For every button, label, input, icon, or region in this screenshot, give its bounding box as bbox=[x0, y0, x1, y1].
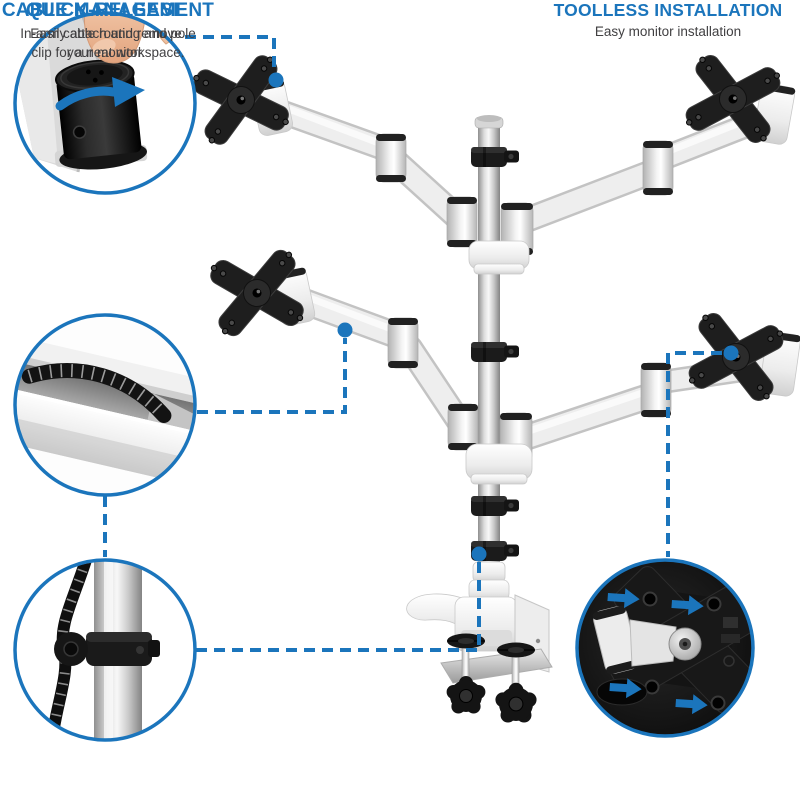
feature-desc-line: clip for a neat workspace. bbox=[31, 44, 185, 60]
callout-photo-toolless-installation bbox=[578, 561, 752, 735]
arm-top-left bbox=[185, 47, 471, 231]
pole-clip-lower-1 bbox=[471, 496, 519, 516]
feature-title-cable-management: CABLE MANAGEMENT bbox=[1, 0, 215, 21]
quad-monitor-mount bbox=[185, 47, 800, 724]
callout-photo-pole-clip bbox=[16, 561, 194, 739]
feature-quick-release: QUICK-RELEASE Easily attach and remove y… bbox=[0, 0, 212, 63]
callout-border-pole-clip bbox=[13, 558, 197, 742]
arm-mid-left-elbow bbox=[387, 317, 419, 369]
feature-desc-line: your monitor. bbox=[66, 44, 146, 60]
feature-desc-line: Easily attach and remove bbox=[30, 25, 182, 41]
anchor-dot-toolless bbox=[723, 345, 739, 361]
pole-hub-upper bbox=[446, 196, 534, 275]
arm-top-left-elbow bbox=[375, 133, 407, 183]
leader-toolless-installation bbox=[666, 351, 722, 557]
quick-release-collar bbox=[55, 59, 147, 170]
callout-photo-in-arm-routing bbox=[16, 316, 194, 494]
pole-clip-top bbox=[471, 147, 519, 167]
clamp-bottom-plate bbox=[440, 648, 553, 684]
mount-head-on-monitor bbox=[592, 605, 640, 675]
arm-top-right bbox=[503, 48, 796, 237]
clamp-knob-right bbox=[494, 682, 538, 724]
feature-toolless-installation: TOOLLESS INSTALLATION Easy monitor insta… bbox=[526, 0, 800, 42]
rotate-arrow-icon bbox=[55, 86, 119, 111]
feature-title-quick-release: QUICK-RELEASE bbox=[26, 0, 186, 21]
arm-mid-left bbox=[203, 243, 471, 433]
pole-clip-middle bbox=[471, 342, 519, 362]
feature-desc-line: Easy monitor installation bbox=[594, 24, 742, 40]
arm-mid-right-elbow bbox=[640, 362, 672, 418]
anchor-dot-quick-release bbox=[268, 72, 284, 88]
desk-clamp bbox=[406, 561, 553, 724]
callout-border-in-arm-routing bbox=[13, 313, 197, 497]
feature-title-toolless-installation: TOOLLESS INSTALLATION bbox=[553, 0, 783, 20]
routed-cable bbox=[21, 363, 172, 424]
leader-cable-management bbox=[196, 562, 481, 652]
feature-cable-management: CABLE MANAGEMENT In-arm cable routing an… bbox=[0, 0, 216, 63]
pole-hub-lower bbox=[447, 403, 533, 485]
arm-mid-right bbox=[504, 306, 800, 454]
feature-desc-line: In-arm cable routing and pole bbox=[20, 25, 196, 41]
callout-border-toolless bbox=[575, 558, 755, 738]
arm-top-right-elbow bbox=[642, 140, 674, 196]
callout-border-quick-release bbox=[13, 11, 197, 195]
clamp-pad-right bbox=[496, 641, 536, 659]
leader-in-arm-routing bbox=[197, 338, 347, 414]
anchor-dot-in-arm-routing bbox=[337, 322, 353, 338]
leader-quick-release bbox=[185, 35, 276, 72]
anchor-dot-cable-management bbox=[471, 546, 487, 562]
